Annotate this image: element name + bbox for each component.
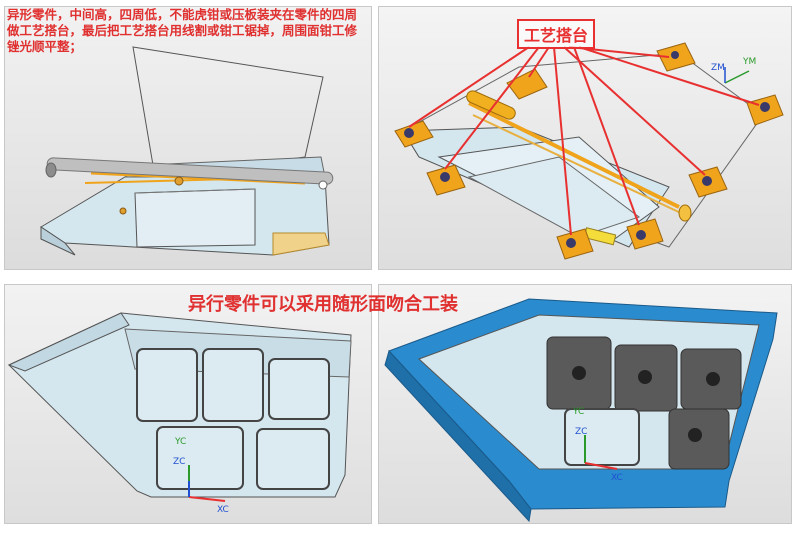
panel-part-overview: 异形零件，中间高，四周低，不能虎钳或压板装夹在零件的四周做工艺搭台，最后把工艺搭… — [4, 6, 372, 270]
fixture-drawing — [384, 298, 778, 523]
axis-y-label: YM — [743, 57, 757, 67]
panel-conformal-fixture: YC ZC XC — [378, 284, 792, 524]
axis-zc-label: ZC — [173, 457, 186, 467]
axis-z-label: ZM — [711, 63, 725, 73]
process-note-text: 异形零件，中间高，四周低，不能虎钳或压板装夹在零件的四周做工艺搭台，最后把工艺搭… — [7, 7, 358, 54]
process-tabs-drawing — [394, 42, 784, 260]
callout-arrows — [408, 46, 760, 236]
part-bottom-drawing — [7, 312, 352, 502]
axis-yc-label: YC — [175, 437, 187, 447]
process-tab-callout: 工艺搭台 — [517, 19, 596, 49]
part-model-drawing — [40, 46, 334, 256]
axis-yc-label: YC — [573, 407, 585, 417]
axis-xc-label: XC — [217, 505, 229, 515]
axis-zc-label: ZC — [575, 427, 588, 437]
fixture-title-text: 异行零件可以采用随形面吻合工装 — [188, 294, 458, 315]
axis-xc-label: XC — [611, 473, 623, 483]
panel-process-tabs: 工艺搭台 YM ZM — [378, 6, 792, 270]
panel-part-bottom: YC ZC XC — [4, 284, 372, 524]
